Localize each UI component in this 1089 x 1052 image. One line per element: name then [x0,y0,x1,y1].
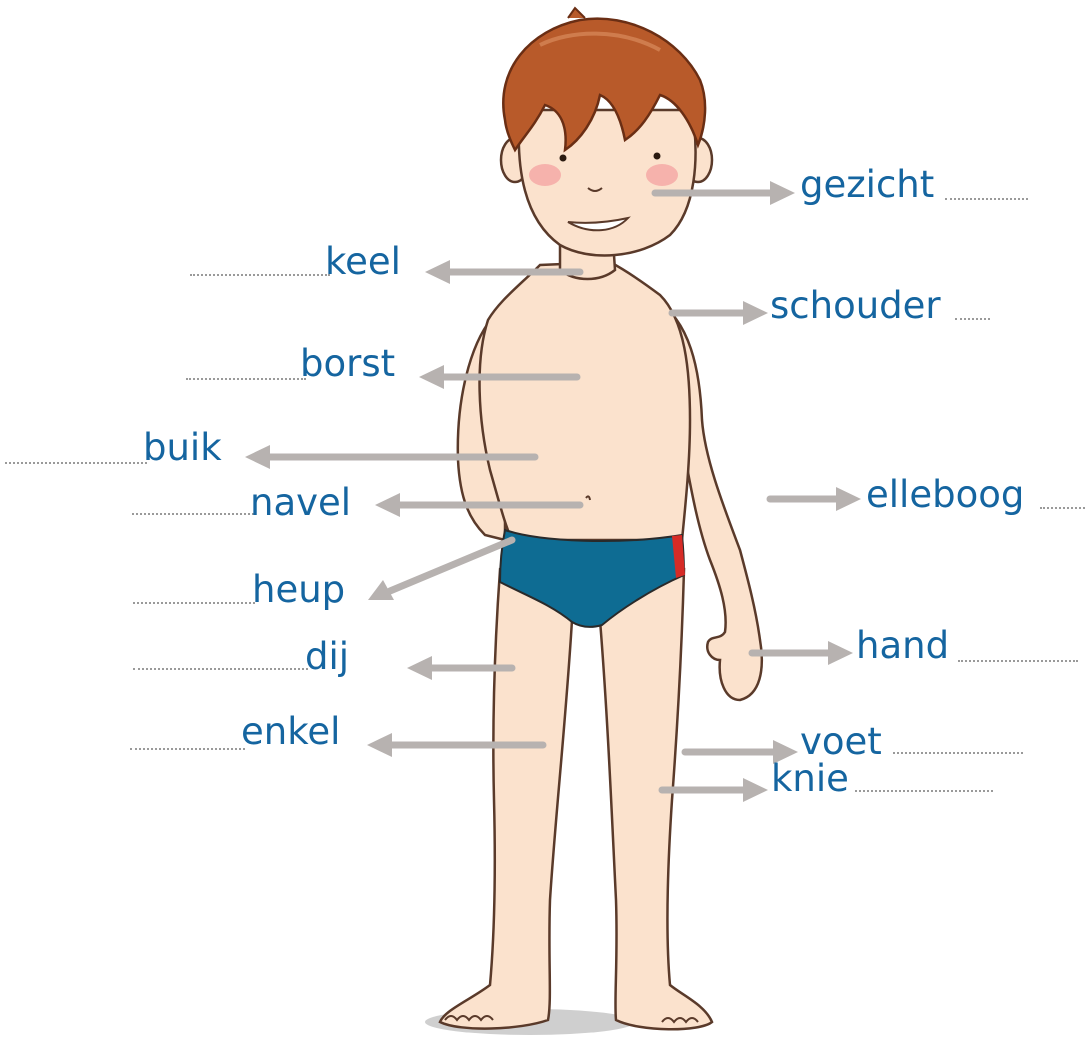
label-gezicht: gezicht [800,166,934,203]
arrow-buik-head [245,445,270,469]
dotted-line-enkel [130,748,245,750]
torso [480,262,690,540]
label-knie: knie [771,760,849,797]
left-eye [560,155,567,162]
dotted-line-navel [132,513,254,515]
label-enkel: enkel [241,713,340,750]
arrow-dij-head [407,656,432,680]
dotted-line-schouder [955,318,990,320]
dotted-line-hand [958,660,1078,662]
dotted-line-gezicht [945,198,1028,200]
arrow-knie-head [743,778,768,802]
dotted-line-borst [186,378,306,380]
dotted-line-buik [5,462,147,464]
label-buik: buik [143,429,222,466]
label-borst: borst [300,345,395,382]
label-dij: dij [305,638,349,675]
label-heup: heup [252,571,345,608]
dotted-line-knie [855,790,993,792]
label-keel: keel [325,243,401,280]
dotted-line-dij [133,668,308,670]
left-cheek [529,164,561,186]
right-cheek [646,164,678,186]
label-hand: hand [856,627,949,664]
right-leg [600,570,712,1029]
arrow-hand-head [828,641,853,665]
arrow-navel-head [375,493,400,517]
label-navel: navel [250,484,351,521]
arrow-elleboog-head [836,487,861,511]
label-elleboog: elleboog [866,476,1024,513]
dotted-line-elleboog [1040,507,1085,509]
label-schouder: schouder [770,287,941,324]
right-eye [654,153,661,160]
arrow-borst-head [419,365,444,389]
dotted-line-heup [133,602,255,604]
hair-tuft [568,8,585,18]
label-voet: voet [800,723,882,760]
arrow-keel-head [425,260,450,284]
arrow-heup [390,540,512,591]
dotted-line-voet [893,752,1023,754]
arrow-enkel-head [367,733,392,757]
left-leg [440,570,572,1029]
arrow-gezicht-head [770,181,795,205]
dotted-line-keel [190,274,330,276]
arrow-schouder-head [743,301,768,325]
